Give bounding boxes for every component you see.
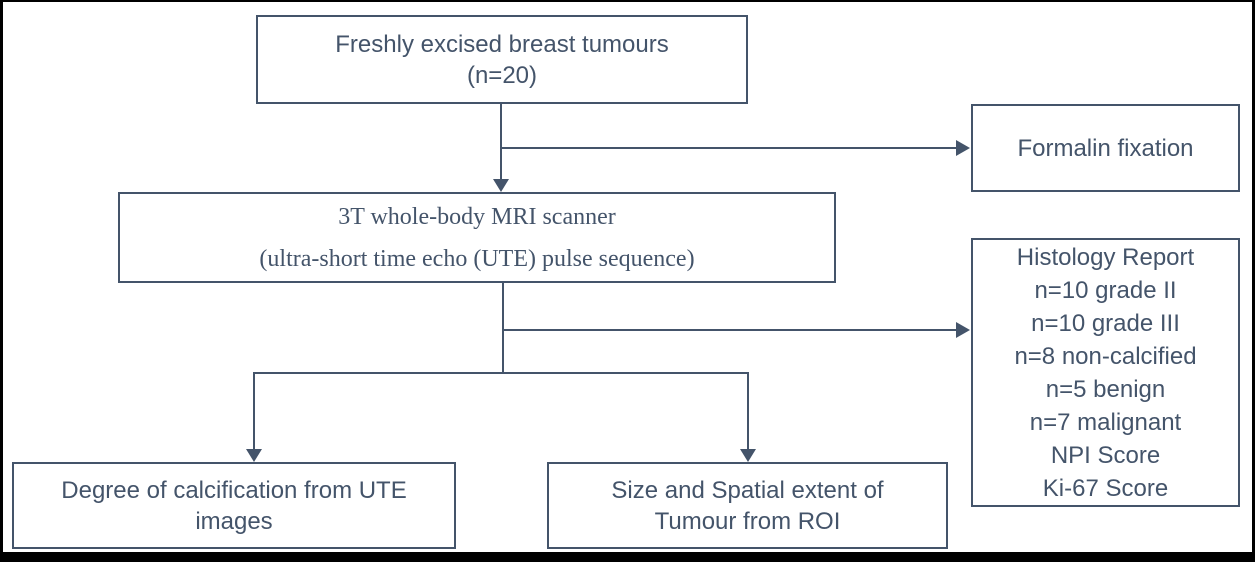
node-text-line: NPI Score	[1050, 441, 1161, 469]
node-size-spatial-extent: Size and Spatial extent of Tumour from R…	[547, 462, 948, 549]
connector-mri-down	[502, 283, 504, 373]
arrowhead-down-size-icon	[740, 449, 756, 462]
node-text-line: Formalin fixation	[1017, 134, 1194, 162]
connector-drop-calcification	[253, 372, 255, 449]
node-text-line: Freshly excised breast tumours	[335, 30, 669, 58]
node-text-line: Size and Spatial extent of	[611, 476, 884, 504]
branch-bar	[253, 372, 749, 374]
node-text-line: Tumour from ROI	[654, 507, 841, 535]
node-degree-of-calcification: Degree of calcification from UTE images	[12, 462, 456, 549]
connector-drop-size	[747, 372, 749, 449]
frame-left-border	[0, 0, 3, 562]
node-text-line: Degree of calcification from UTE	[61, 476, 407, 504]
node-freshly-excised-tumours: Freshly excised breast tumours (n=20)	[256, 15, 748, 104]
node-text-line: (n=20)	[466, 61, 538, 89]
node-text-line: n=5 benign	[1045, 375, 1166, 403]
arrowhead-right-histology-icon	[956, 322, 970, 338]
connector-to-formalin	[501, 147, 956, 149]
frame-right-border	[1252, 0, 1255, 562]
arrowhead-down-mri-icon	[493, 179, 509, 192]
node-text-line: (ultra-short time echo (UTE) pulse seque…	[259, 245, 695, 272]
node-histology-report: Histology Report n=10 grade II n=10 grad…	[971, 238, 1240, 507]
node-text-line: n=7 malignant	[1029, 408, 1182, 436]
node-text-line: n=10 grade III	[1031, 309, 1180, 337]
node-text-line: 3T whole-body MRI scanner	[338, 203, 616, 230]
node-text-line: Histology Report	[1016, 243, 1195, 271]
node-text-line: n=8 non-calcified	[1014, 342, 1197, 370]
node-formalin-fixation: Formalin fixation	[971, 104, 1240, 192]
node-text-line: images	[195, 507, 273, 535]
arrowhead-down-calcification-icon	[246, 449, 262, 462]
frame-bottom-bar	[0, 552, 1255, 562]
node-text-line: Ki-67 Score	[1042, 474, 1169, 502]
node-mri-scanner: 3T whole-body MRI scanner (ultra-short t…	[118, 192, 836, 283]
connector-to-histology	[503, 329, 956, 331]
connector-top-to-mri	[500, 104, 502, 180]
frame-top-border	[0, 0, 1255, 2]
node-text-line: n=10 grade II	[1034, 276, 1177, 304]
arrowhead-right-formalin-icon	[956, 140, 970, 156]
